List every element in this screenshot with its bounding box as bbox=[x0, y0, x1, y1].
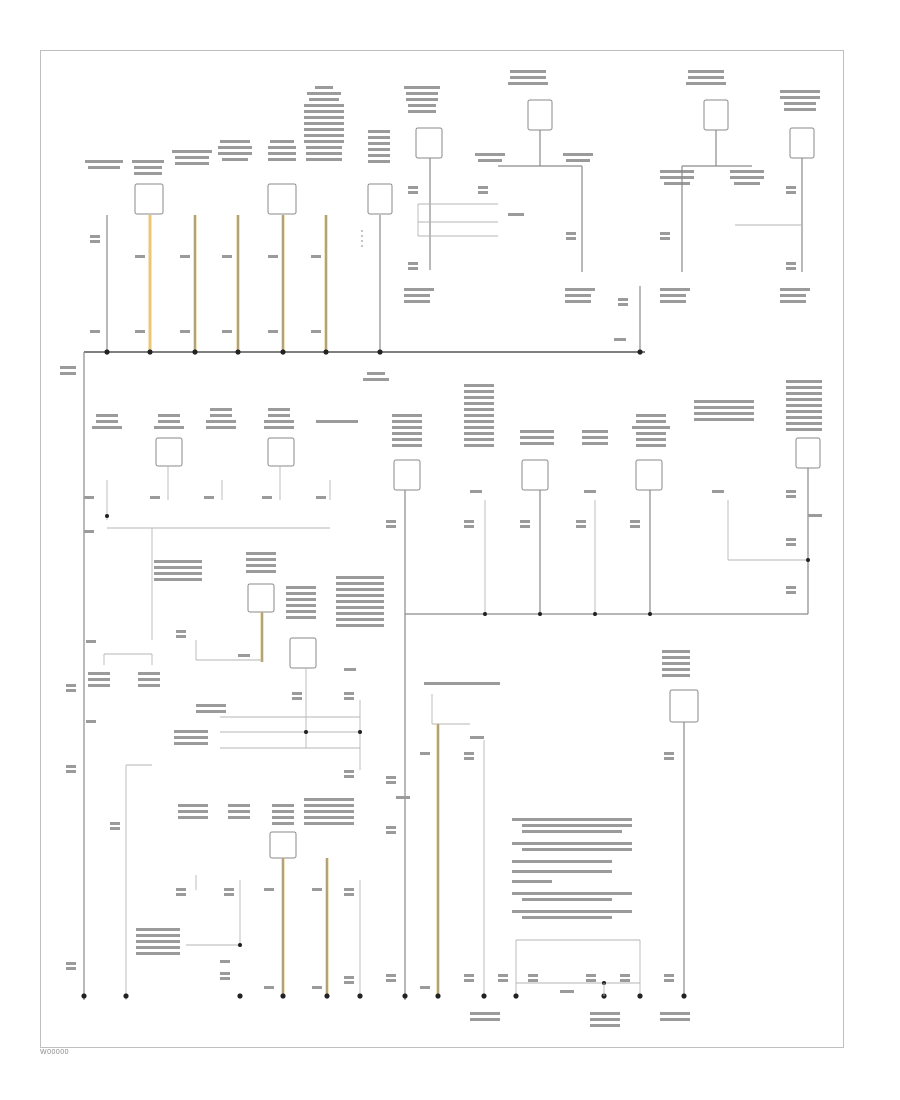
lower-left-section bbox=[66, 552, 384, 1000]
lower-right-section bbox=[386, 650, 699, 1027]
lower-right-connectors bbox=[669, 689, 699, 723]
middle-wires bbox=[105, 466, 810, 1000]
lower-right-wires bbox=[431, 694, 685, 996]
lower-left-wire-codes bbox=[66, 630, 356, 989]
diagram-frame bbox=[40, 50, 844, 1048]
middle-wire-codes bbox=[84, 490, 822, 594]
lower-right-wire-codes bbox=[386, 736, 674, 993]
lower-left-wires bbox=[103, 612, 362, 1000]
top-connectors bbox=[134, 99, 815, 215]
lower-left-label-blocks bbox=[88, 552, 384, 955]
middle-label-blocks bbox=[92, 380, 822, 447]
top-section bbox=[60, 70, 820, 1000]
top-wires bbox=[106, 130, 803, 352]
bottom-ground-nodes bbox=[81, 993, 687, 999]
lower-right-label-blocks bbox=[424, 650, 690, 1027]
top-label-blocks bbox=[60, 70, 820, 381]
middle-connectors bbox=[155, 437, 821, 491]
top-bus-nodes bbox=[104, 349, 643, 355]
middle-section bbox=[84, 380, 822, 1000]
diagram-code: W00000 bbox=[40, 1049, 70, 1056]
top-wire-codes bbox=[90, 186, 796, 341]
